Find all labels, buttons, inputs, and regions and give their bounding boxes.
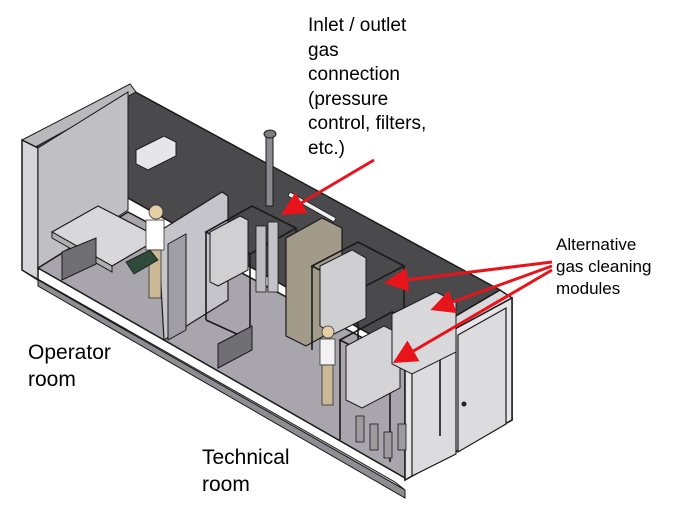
- module-housing-1: [319, 249, 367, 335]
- inlet-caption-line: gas: [308, 39, 339, 61]
- inlet-outlet-caption: Inlet / outlet gas connection (pressure …: [308, 14, 426, 161]
- floor-mat: [125, 249, 159, 275]
- front-base: [37, 279, 406, 499]
- wall-radiator-front: [217, 325, 253, 369]
- alternative-caption-line: modules: [556, 279, 621, 298]
- wall-radiator-left: [61, 237, 97, 281]
- partition-door: [167, 233, 187, 341]
- technical-label-line: room: [202, 473, 250, 496]
- arrow-module-2: [430, 264, 553, 314]
- module-housing-2: [345, 325, 401, 409]
- control-cabinet: [209, 215, 249, 287]
- gas-cylinders: [355, 415, 407, 459]
- inlet-caption-line: connection: [308, 64, 400, 85]
- arrow-inlet: [280, 158, 375, 216]
- operator-room-label: Operator room: [28, 339, 111, 393]
- callout-arrows: [280, 158, 553, 364]
- inlet-pipe: [265, 135, 274, 207]
- alternative-caption-line: gas cleaning: [556, 257, 652, 276]
- operator-label-line: Operator: [28, 341, 111, 364]
- inlet-caption-line: control, filters,: [308, 113, 427, 134]
- inlet-caption-line: etc.): [308, 137, 345, 159]
- inlet-caption-line: (pressure: [308, 88, 389, 110]
- arrow-module-1: [384, 260, 553, 292]
- arrow-module-3: [392, 268, 553, 364]
- operator-label-line: room: [28, 368, 76, 391]
- inlet-caption-line: Inlet / outlet: [308, 15, 407, 36]
- technical-label-line: Technical: [202, 446, 290, 469]
- filter-columns: [255, 221, 279, 293]
- alternative-modules-caption: Alternative gas cleaning modules: [556, 234, 651, 300]
- air-conditioner: [135, 135, 177, 171]
- left-end-wall: [21, 138, 39, 282]
- left-inner-wall: [37, 91, 129, 271]
- door-handle: [461, 401, 467, 407]
- door-right-leaf: [457, 306, 507, 454]
- technical-room-label: Technical room: [202, 444, 290, 498]
- technician-figure: [319, 325, 336, 406]
- inlet-cap: [263, 129, 277, 139]
- alternative-caption-line: Alternative: [556, 235, 637, 254]
